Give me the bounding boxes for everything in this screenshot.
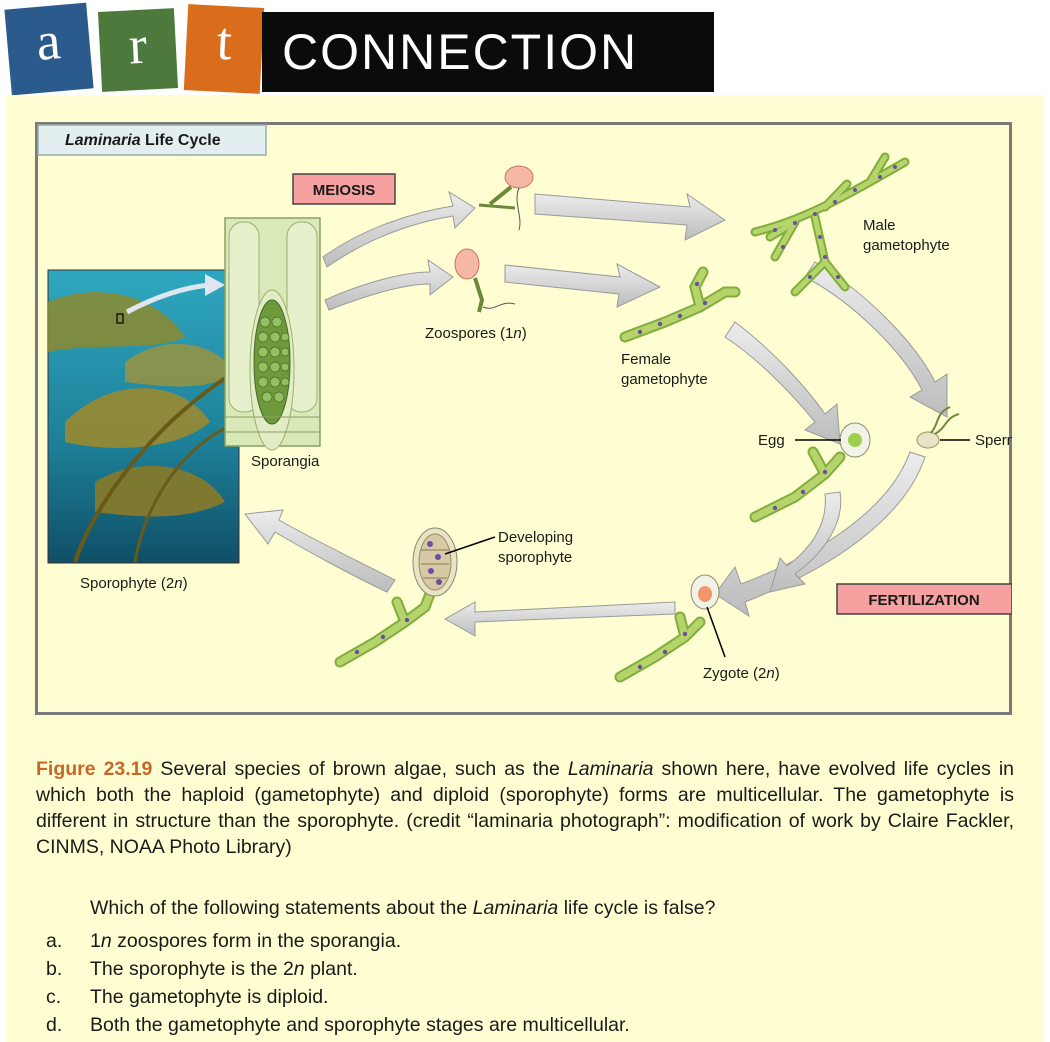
cycle-arrows (244, 190, 948, 637)
choice-letter: a. (46, 930, 63, 952)
fertilization-box (836, 583, 1012, 615)
laminaria-life-cycle-diagram: Laminaria Life Cycle (37, 124, 1012, 683)
answer-choices: a.1n zoospores form in the sporangia. b.… (46, 927, 630, 1039)
developing-sporophyte-illustration (334, 527, 458, 668)
figure-number: Figure 23.19 (36, 758, 153, 780)
female-gametophyte-label-line2: gametophyte (621, 371, 708, 388)
male-gametophyte-label-line2: gametophyte (863, 237, 950, 254)
female-gametophyte-label-line1: Female (621, 351, 671, 368)
question-post: life cycle is false? (558, 897, 716, 919)
sporangia-label: Sporangia (251, 453, 320, 470)
developing-sporophyte-label-line1: Developing (498, 529, 573, 546)
choice-italic: n (293, 958, 305, 980)
question-pre: Which of the following statements about … (90, 897, 473, 919)
choice-letter: d. (46, 1014, 63, 1036)
figure-caption: Figure 23.19 Several species of brown al… (36, 756, 1014, 860)
egg-illustration (749, 422, 871, 523)
diagram-title-box (37, 124, 267, 156)
sperm-illustration (916, 406, 960, 449)
choice-a[interactable]: a. 1n zoospores form in the sporangia. (46, 927, 630, 955)
connection-title: CONNECTION (262, 12, 714, 92)
letter-tile-r: r (97, 8, 179, 92)
zygote-illustration (614, 574, 720, 683)
male-gametophyte-illustration (750, 152, 910, 297)
developing-sporophyte-label-line2: sporophyte (498, 549, 572, 566)
question-text: Which of the following statements about … (90, 897, 715, 920)
choice-text-end: plant. (304, 958, 358, 980)
letter-tile-a: a (4, 2, 94, 96)
egg-label: Egg (758, 432, 785, 449)
choice-italic: n (100, 930, 112, 952)
fertilization-label: FERTILIZATION (868, 592, 979, 609)
choice-text: The gametophyte is diploid. (90, 986, 329, 1008)
meiosis-label: MEIOSIS (313, 182, 376, 199)
male-gametophyte-label-line1: Male (863, 217, 896, 234)
letter-tile-t: t (183, 4, 265, 94)
zoom-arrowhead (205, 274, 225, 296)
choice-text-end: zoospores form in the sporangia. (111, 930, 402, 952)
zoospore-lower (454, 248, 516, 313)
caption-text-1: Several species of brown algae, such as … (152, 758, 568, 780)
diagram-title: Laminaria Life Cycle (65, 132, 221, 149)
zoom-arrow (125, 282, 211, 315)
caption-text-2: shown here, have evolved life cycles in … (36, 758, 1014, 858)
question-italic: Laminaria (472, 897, 559, 919)
sperm-label: Sperm (975, 432, 1012, 449)
sporophyte-label: Sporophyte (2n) (80, 575, 188, 592)
choice-text: 1 (90, 930, 101, 952)
art-connection-header: a r t CONNECTION (0, 0, 1050, 96)
choice-letter: b. (46, 958, 63, 980)
caption-italic: Laminaria (567, 758, 654, 780)
meiosis-box (292, 173, 396, 205)
choice-c[interactable]: c. The gametophyte is diploid. (46, 983, 630, 1011)
zoospores-label: Zoospores (1n) (425, 325, 527, 342)
choice-text: Both the gametophyte and sporophyte stag… (90, 1014, 630, 1036)
female-gametophyte-illustration (619, 266, 741, 343)
developing-sporophyte-pointer (444, 536, 496, 555)
choice-letter: c. (46, 986, 62, 1008)
zygote-label: Zygote (2n) (703, 665, 780, 682)
sporangia-illustration (224, 217, 321, 451)
choice-b[interactable]: b. The sporophyte is the 2n plant. (46, 955, 630, 983)
choice-text: The sporophyte is the 2 (90, 958, 294, 980)
sporophyte-photo (47, 269, 240, 564)
zoospore-upper (478, 165, 534, 231)
choice-d[interactable]: d. Both the gametophyte and sporophyte st… (46, 1011, 630, 1039)
zygote-pointer (706, 606, 726, 658)
